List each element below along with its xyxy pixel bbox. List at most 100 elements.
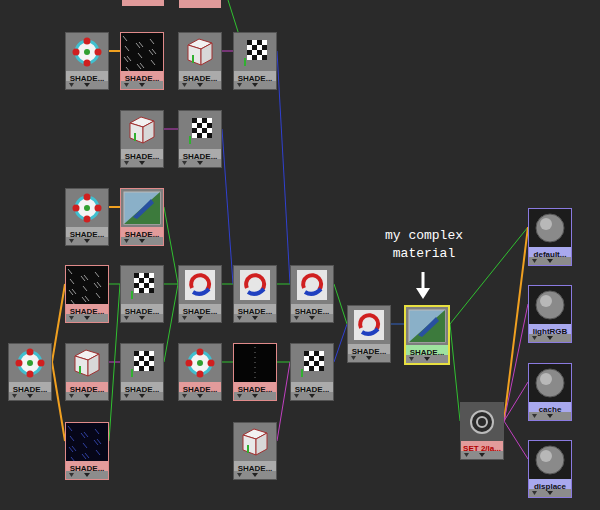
checker-cell (149, 356, 154, 361)
checker-cell (192, 118, 197, 123)
checker-cell (134, 366, 139, 371)
node-label-bar: default... (529, 247, 571, 257)
checker-cell (207, 118, 212, 123)
texture-stroke (127, 56, 131, 61)
node-label: SHADE... (70, 74, 105, 83)
node-icon (529, 364, 571, 402)
dot (16, 360, 23, 367)
port-arrow (252, 473, 258, 477)
checker-cell (309, 361, 314, 366)
checker-cell (262, 55, 267, 60)
checker-cell (149, 278, 154, 283)
texture-bg (121, 33, 163, 71)
wire (277, 362, 290, 441)
dot (27, 349, 34, 356)
checker-cell (144, 356, 149, 361)
port-arrow (532, 259, 537, 263)
wire (504, 382, 528, 421)
node-label-bar: SHADE... (179, 149, 221, 159)
dot (84, 60, 91, 67)
cube-side (88, 354, 99, 376)
checker-cell (139, 273, 144, 278)
port-arrow (547, 491, 553, 495)
shader-node: SHADE... (233, 422, 277, 480)
node-label-bar: SHADE... (121, 304, 163, 314)
port-arrow (294, 316, 299, 320)
shader-node: SHADE... (8, 343, 52, 401)
texture-bg (234, 344, 276, 382)
texture-stroke (72, 289, 76, 294)
node-label-bar: SHADE... (406, 345, 448, 355)
node-label: SHADE... (125, 74, 160, 83)
texture-stroke (94, 440, 98, 445)
port-arrow (84, 473, 90, 477)
swirl-blue (248, 289, 264, 294)
node-icon (348, 306, 390, 344)
shader-node: SHADE... (120, 265, 164, 323)
wire (109, 284, 120, 441)
shader-node: SHADE... (65, 343, 109, 401)
wire (109, 50, 120, 52)
checker-cell (252, 55, 257, 60)
port-arrow (139, 394, 145, 398)
checker-cell (149, 366, 154, 371)
shader-node: SHADE... (233, 343, 277, 401)
node-label: SHADE... (70, 385, 105, 394)
sphere (536, 369, 564, 397)
shader-node: SHADE... (120, 343, 164, 401)
cut-tile (179, 0, 221, 8)
checker-cell (247, 50, 252, 55)
shader-node: displace (528, 440, 572, 498)
dot (186, 360, 193, 367)
checker-cell (319, 366, 324, 371)
port-arrow (124, 394, 129, 398)
node-label: SHADE... (238, 464, 273, 473)
node-label: SHADE... (238, 307, 273, 316)
dot (84, 194, 91, 201)
checker-cell (139, 356, 144, 361)
image-fill (124, 192, 160, 224)
checker-cell (257, 45, 262, 50)
port-arrow (237, 83, 242, 87)
checker-cell (192, 133, 197, 138)
shader-node: lightRGB (528, 285, 572, 343)
dot (95, 49, 102, 56)
cube-side (188, 45, 201, 65)
checker-cell (149, 288, 154, 293)
swirl-red (246, 275, 264, 290)
port-arrow (182, 316, 187, 320)
wire (277, 362, 290, 363)
axis (301, 369, 303, 377)
cube-side (143, 121, 154, 143)
checker-cell (202, 123, 207, 128)
checker-cell (144, 278, 149, 283)
checker-cell (319, 361, 324, 366)
node-label: SHADE... (125, 307, 160, 316)
node-icon (121, 344, 163, 382)
node-label-bar: displace (529, 479, 571, 489)
axis (131, 369, 133, 377)
wire (52, 362, 65, 441)
port-arrow (84, 239, 90, 243)
node-label: SHADE... (183, 307, 218, 316)
wire (222, 51, 233, 52)
node-label-bar: SHADE... (66, 382, 108, 392)
port-arrow (69, 473, 74, 477)
wire (504, 304, 528, 421)
port-arrow (124, 316, 129, 320)
node-label: cache (539, 405, 562, 414)
cube-side (130, 123, 143, 143)
image-fill (409, 310, 445, 342)
checker-cell (139, 351, 144, 356)
texture-stroke (85, 296, 89, 301)
swirl-red (191, 275, 209, 290)
checker-cell (262, 50, 267, 55)
texture-stroke (69, 447, 73, 452)
axis (244, 58, 246, 66)
sphere-highlight (540, 450, 552, 462)
shader-node: SHADE... (65, 265, 109, 323)
checker-cell (304, 361, 309, 366)
icon-bg (529, 441, 571, 479)
checker-cell (139, 278, 144, 283)
node-icon (234, 33, 276, 71)
